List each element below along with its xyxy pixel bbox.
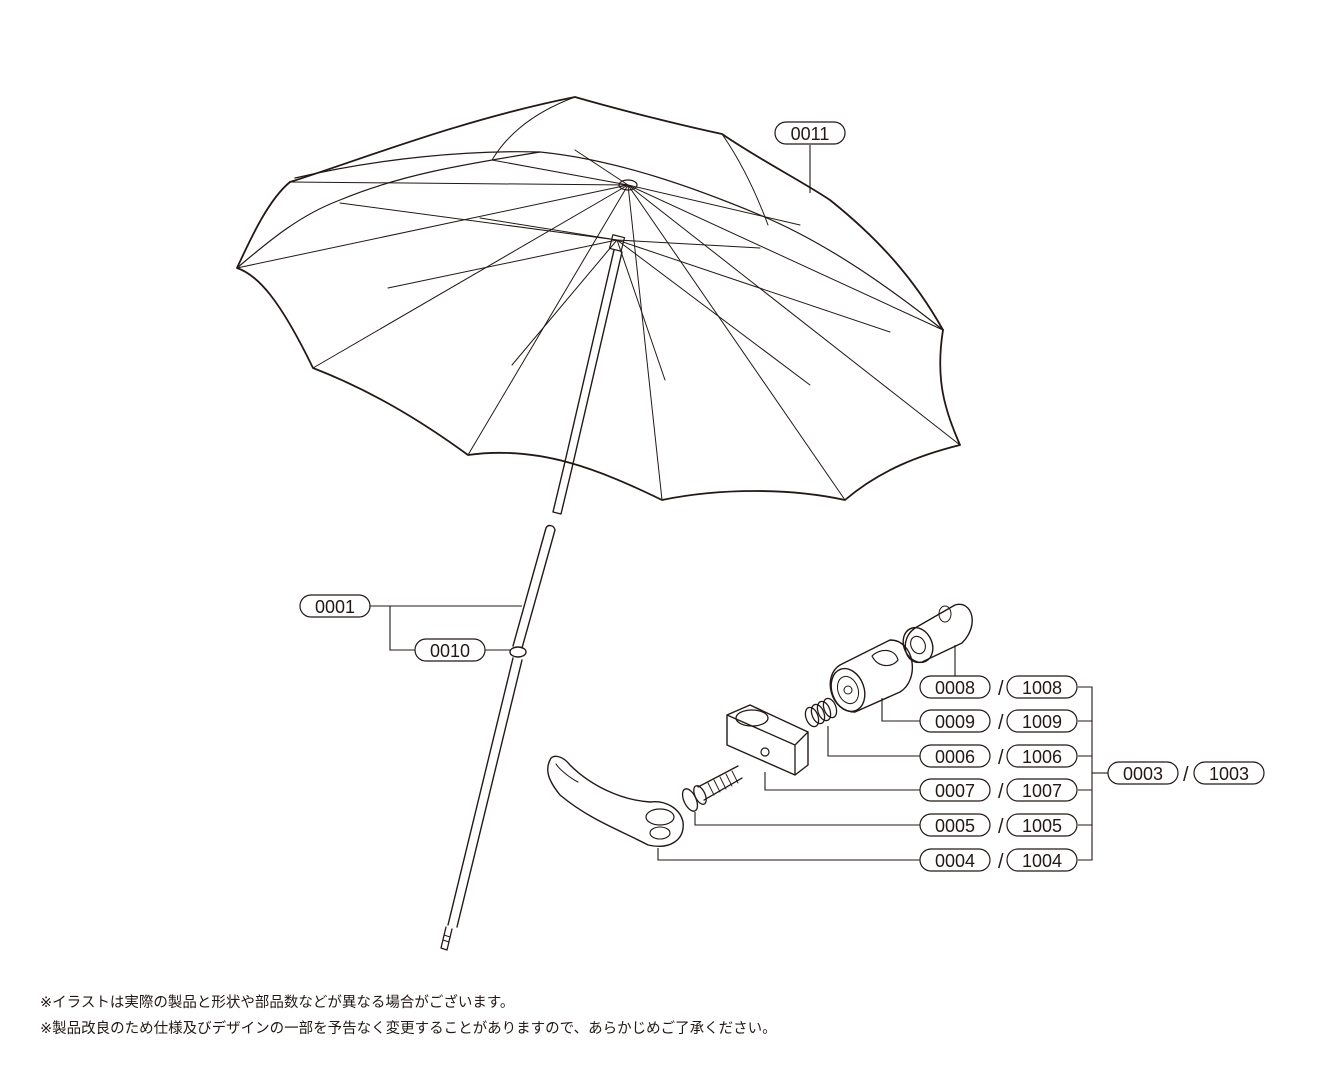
separator-0006: / xyxy=(998,747,1004,769)
svg-text:0005: 0005 xyxy=(935,816,975,836)
label-0005: 0005 xyxy=(919,813,991,837)
svg-text:0006: 0006 xyxy=(935,747,975,767)
label-1003: 1003 xyxy=(1193,761,1265,785)
part-0008-cylinder xyxy=(902,603,973,664)
svg-text:0011: 0011 xyxy=(791,124,830,144)
label-1009: 1009 xyxy=(1006,709,1078,733)
separator-0005: / xyxy=(998,816,1004,838)
umbrella-canopy xyxy=(236,96,961,501)
svg-text:1003: 1003 xyxy=(1209,764,1249,784)
svg-text:1005: 1005 xyxy=(1022,816,1062,836)
svg-text:1009: 1009 xyxy=(1022,712,1062,732)
part-0005-bolt xyxy=(681,765,743,812)
svg-text:0008: 0008 xyxy=(935,678,975,698)
svg-text:0010: 0010 xyxy=(430,641,470,661)
umbrella-shaft xyxy=(440,249,623,951)
label-0006: 0006 xyxy=(919,744,991,768)
label-0001: 0001 xyxy=(299,594,371,618)
label-1005: 1005 xyxy=(1006,813,1078,837)
separator-0004: / xyxy=(998,851,1004,873)
footnotes: ※イラストは実際の製品と形状や部品数などが異なる場合がございます。 ※製品改良の… xyxy=(40,990,777,1042)
svg-text:1007: 1007 xyxy=(1022,781,1062,801)
label-0011: 0011 xyxy=(774,121,846,145)
footnote-specification: ※製品改良のため仕様及びデザインの一部を予告なく変更することがありますので、あら… xyxy=(40,1021,777,1037)
label-0008: 0008 xyxy=(919,675,991,699)
label-0010: 0010 xyxy=(414,638,486,662)
svg-text:0004: 0004 xyxy=(935,851,975,871)
part-0004-lever xyxy=(547,755,684,847)
svg-text:1008: 1008 xyxy=(1022,678,1062,698)
svg-text:0003: 0003 xyxy=(1123,764,1163,784)
svg-text:1004: 1004 xyxy=(1022,851,1062,871)
svg-text:0009: 0009 xyxy=(935,712,975,732)
separator-0009: / xyxy=(998,712,1004,734)
canopy-ribs xyxy=(236,149,961,501)
label-1008: 1008 xyxy=(1006,675,1078,699)
label-0004: 0004 xyxy=(919,848,991,872)
label-1007: 1007 xyxy=(1006,778,1078,802)
label-0009: 0009 xyxy=(919,709,991,733)
label-0003: 0003 xyxy=(1107,761,1179,785)
clamp-assembly xyxy=(547,603,973,847)
part-0007-block xyxy=(726,704,809,776)
label-0007: 0007 xyxy=(919,778,991,802)
footnote-illustration: ※イラストは実際の製品と形状や部品数などが異なる場合がございます。 xyxy=(40,995,515,1011)
part-0009-cylinder xyxy=(829,639,914,713)
svg-text:0007: 0007 xyxy=(935,781,975,801)
canopy-stretchers xyxy=(339,202,891,386)
label-1004: 1004 xyxy=(1006,848,1078,872)
leader-lines xyxy=(370,145,1108,861)
label-1006: 1006 xyxy=(1006,744,1078,768)
svg-text:1006: 1006 xyxy=(1022,747,1062,767)
separator-0003: / xyxy=(1183,764,1189,786)
separator-0008: / xyxy=(998,678,1004,700)
separator-0007: / xyxy=(998,781,1004,803)
svg-text:0001: 0001 xyxy=(315,597,355,617)
part-0006-spring xyxy=(804,697,838,728)
